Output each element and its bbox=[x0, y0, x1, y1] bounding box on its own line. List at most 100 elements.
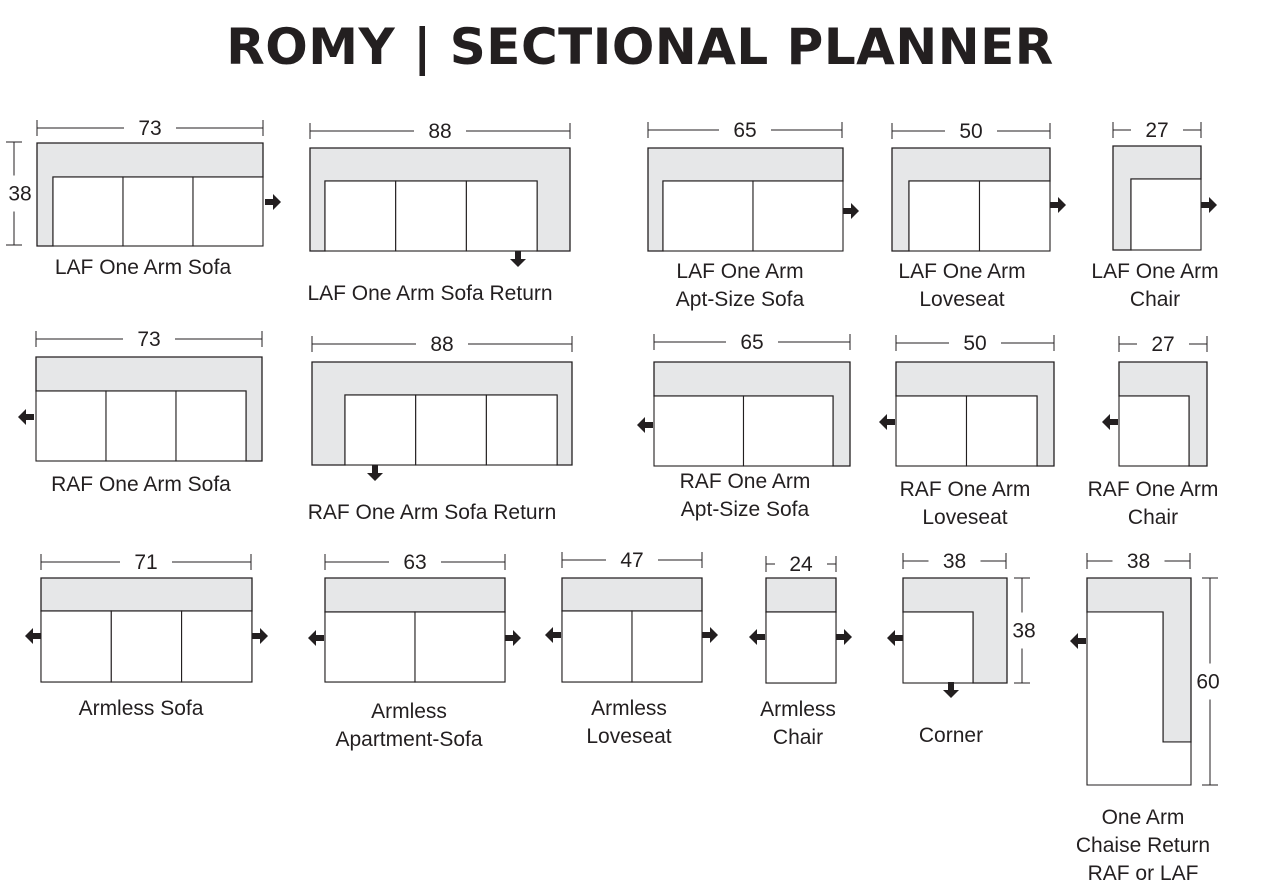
piece-label: Loveseat bbox=[922, 506, 1007, 529]
seat-cushion bbox=[35, 390, 107, 462]
piece-label: RAF One Arm bbox=[1088, 478, 1219, 501]
seat-cushion bbox=[662, 180, 754, 252]
seat-cushion bbox=[978, 180, 1051, 252]
seat-cushion bbox=[895, 395, 968, 467]
connection-arrow-icon bbox=[265, 194, 281, 210]
seat-cushion bbox=[110, 610, 183, 683]
piece-label: Apt-Size Sofa bbox=[676, 288, 805, 311]
seat-cushion bbox=[40, 610, 112, 683]
piece-label: RAF or LAF bbox=[1088, 862, 1199, 885]
width-dimension: 88 bbox=[309, 120, 571, 143]
width-dimension-label: 27 bbox=[1145, 119, 1168, 142]
page-title: ROMY | SECTIONAL PLANNER bbox=[226, 18, 1054, 76]
width-dimension: 27 bbox=[1112, 119, 1202, 142]
piece-label: RAF One Arm Sofa Return bbox=[308, 501, 557, 524]
seat-cushion bbox=[415, 394, 487, 466]
connection-arrow-icon bbox=[702, 627, 718, 643]
depth-dimension: 38 bbox=[6, 141, 32, 246]
width-dimension-label: 65 bbox=[740, 331, 763, 354]
piece-label: Armless Sofa bbox=[79, 697, 204, 720]
width-dimension-label: 24 bbox=[789, 553, 813, 576]
seat-cushion bbox=[765, 611, 837, 684]
width-dimension: 73 bbox=[36, 117, 264, 140]
width-dimension: 65 bbox=[653, 331, 851, 354]
depth-dimension-label: 60 bbox=[1196, 671, 1219, 694]
seat-cushion bbox=[175, 390, 247, 462]
seat-cushion bbox=[52, 176, 124, 247]
piece-label: RAF One Arm bbox=[680, 470, 811, 493]
piece-label: LAF One Arm bbox=[676, 260, 803, 283]
seat-cushion bbox=[965, 395, 1038, 467]
connection-arrow-icon bbox=[637, 417, 653, 433]
width-dimension-label: 50 bbox=[963, 332, 986, 355]
piece-label: Apartment-Sofa bbox=[335, 728, 482, 751]
piece-label: Corner bbox=[919, 724, 983, 747]
width-dimension-label: 38 bbox=[943, 550, 966, 573]
width-dimension: 63 bbox=[324, 551, 506, 574]
seat-cushion bbox=[485, 394, 558, 466]
seat-cushion bbox=[653, 395, 745, 467]
connection-arrow-icon bbox=[943, 682, 959, 698]
connection-arrow-icon bbox=[749, 629, 765, 645]
depth-dimension-label: 38 bbox=[1012, 620, 1035, 643]
seat-cushion bbox=[1130, 178, 1202, 251]
width-dimension-label: 27 bbox=[1151, 333, 1174, 356]
width-dimension-label: 73 bbox=[138, 117, 161, 140]
width-dimension: 50 bbox=[895, 332, 1055, 355]
depth-dimension: 60 bbox=[1196, 577, 1220, 786]
piece-label: LAF One Arm Sofa bbox=[55, 256, 232, 279]
connection-arrow-icon bbox=[252, 628, 268, 644]
seat-cushion bbox=[631, 610, 703, 683]
width-dimension-label: 47 bbox=[620, 549, 643, 572]
piece-label: LAF One Arm Sofa Return bbox=[307, 282, 552, 305]
sofa-back bbox=[324, 577, 506, 613]
piece-label: One Arm bbox=[1102, 806, 1185, 829]
width-dimension-label: 88 bbox=[430, 333, 453, 356]
width-dimension-label: 73 bbox=[137, 328, 160, 351]
connection-arrow-icon bbox=[18, 409, 34, 425]
connection-arrow-icon bbox=[25, 628, 41, 644]
seat-cushion bbox=[908, 180, 981, 252]
seat-cushion bbox=[752, 180, 844, 252]
connection-arrow-icon bbox=[1050, 197, 1066, 213]
seat-cushion bbox=[465, 180, 538, 252]
depth-dimension-label: 38 bbox=[8, 183, 31, 206]
width-dimension: 38 bbox=[902, 550, 1007, 573]
connection-arrow-icon bbox=[510, 251, 526, 267]
width-dimension-label: 65 bbox=[733, 119, 756, 142]
depth-dimension: 38 bbox=[1012, 577, 1036, 684]
width-dimension: 47 bbox=[561, 549, 703, 572]
piece-label: Chair bbox=[1128, 506, 1178, 529]
piece-label: Apt-Size Sofa bbox=[681, 498, 810, 521]
connection-arrow-icon bbox=[1201, 197, 1217, 213]
connection-arrow-icon bbox=[887, 630, 903, 646]
width-dimension-label: 71 bbox=[134, 551, 157, 574]
width-dimension-label: 50 bbox=[959, 120, 982, 143]
seat-cushion bbox=[414, 611, 506, 683]
connection-arrow-icon bbox=[1102, 414, 1118, 430]
piece-label: Chair bbox=[773, 726, 823, 749]
seat-cushion bbox=[181, 610, 253, 683]
connection-arrow-icon bbox=[843, 203, 859, 219]
piece-label: Chaise Return bbox=[1076, 834, 1210, 857]
width-dimension-label: 88 bbox=[428, 120, 451, 143]
sofa-back bbox=[765, 577, 837, 613]
piece-label: Armless bbox=[591, 697, 667, 720]
seat-cushion bbox=[1118, 395, 1190, 467]
width-dimension: 71 bbox=[40, 551, 252, 574]
width-dimension: 38 bbox=[1086, 550, 1191, 573]
width-dimension-label: 38 bbox=[1127, 550, 1150, 573]
width-dimension: 27 bbox=[1118, 333, 1208, 356]
